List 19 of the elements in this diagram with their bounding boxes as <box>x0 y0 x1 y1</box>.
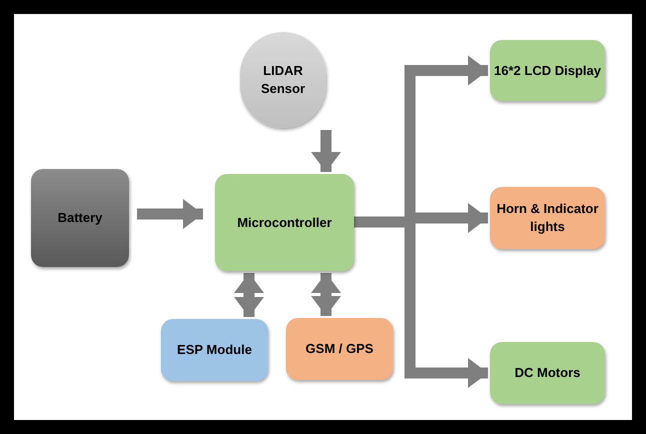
block-arrow <box>311 273 341 316</box>
node-label: LIDAR Sensor <box>260 62 306 98</box>
module-box <box>286 318 393 380</box>
output-box <box>490 187 605 249</box>
node-label: Horn & Indicator lights <box>496 200 600 236</box>
controller-box <box>215 174 354 271</box>
node-label: GSM / GPS <box>306 340 374 358</box>
node-label: ESP Module <box>177 341 252 359</box>
module-box <box>161 319 268 381</box>
output-box <box>490 342 605 404</box>
block-arrow <box>137 199 203 229</box>
node-label: Microcontroller <box>237 214 332 232</box>
block-arrow <box>311 130 341 172</box>
node-label: DC Motors <box>514 364 580 382</box>
node-label: 16*2 LCD Display <box>494 62 601 80</box>
block-arrow <box>234 273 264 317</box>
node-label: Battery <box>58 209 102 227</box>
power-box <box>31 169 129 267</box>
output-box <box>490 40 605 101</box>
